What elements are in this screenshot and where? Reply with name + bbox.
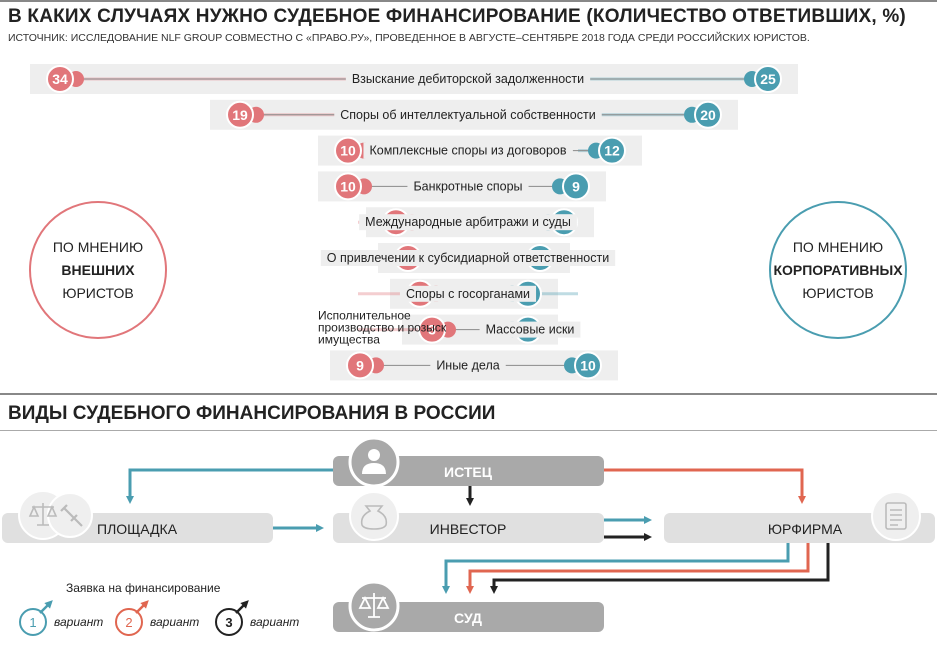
- row-label: Иные дела: [436, 358, 499, 372]
- row-label-line: Исполнительное: [318, 309, 411, 323]
- external-value-bubble: [46, 65, 74, 93]
- scales-gavel-icon: [18, 490, 93, 540]
- corporate-value-bubble: [562, 172, 590, 201]
- node-yurfirma-label: ЮРФИРМА: [768, 521, 843, 537]
- node-yurfirma-bar: [664, 513, 935, 543]
- row-label-bg: [430, 357, 506, 374]
- external-value-label: 3: [428, 322, 436, 338]
- node-sud-bar: [333, 602, 604, 632]
- row-label-bg: [399, 285, 537, 302]
- corporate-value-label: 20: [700, 107, 716, 123]
- arrow-yurfirma-to-sud-1: [442, 543, 790, 594]
- left-circle-label: ПО МНЕНИЮ ВНЕШНИХ ЮРИСТОВ: [28, 236, 168, 305]
- section-rule-bottom: [0, 430, 937, 431]
- corporate-value-label: 10: [580, 357, 596, 373]
- external-value-bubble: [418, 315, 446, 344]
- arrow-yurfirma-to-sud-3: [490, 543, 830, 594]
- node-investor-bar: [333, 513, 604, 543]
- left-circle-line2: ВНЕШНИХ: [61, 262, 135, 278]
- row-label: Взыскание дебиторской задолженности: [352, 72, 584, 86]
- row-label-line: имущества: [318, 333, 380, 347]
- external-value-label: 9: [356, 357, 364, 373]
- right-circle-label: ПО МНЕНИЮ КОРПОРАТИВНЫХ ЮРИСТОВ: [766, 236, 910, 305]
- legend-number-1: 1: [29, 615, 36, 630]
- right-circle-line1: ПО МНЕНИЮ: [792, 239, 884, 255]
- row-label: Споры об интеллектуальной собственности: [340, 108, 595, 122]
- corporate-value-bubble: [754, 65, 782, 93]
- left-circle-line3: ЮРИСТОВ: [62, 285, 134, 301]
- row-label: Комплексные споры из договоров: [369, 144, 566, 158]
- legend-arrow-2: [135, 600, 149, 614]
- left-circle: [29, 201, 167, 339]
- source-note: ИСТОЧНИК: ИССЛЕДОВАНИЕ NLF GROUP СОВМЕСТ…: [8, 32, 810, 44]
- legend-arrow-3: [235, 600, 249, 614]
- legend-item-3: 3 вариант: [215, 600, 299, 636]
- money-bag-icon: [349, 491, 399, 541]
- corporate-value-bubble: [694, 100, 722, 129]
- external-value-bubble: [334, 136, 362, 165]
- person-icon: [348, 436, 400, 488]
- node-investor-label: ИНВЕСТОР: [430, 521, 507, 537]
- arrow-istec-to-ploshchadka: [126, 468, 333, 504]
- row-label-right: Массовые иски: [486, 323, 575, 337]
- node-istec-label: ИСТЕЦ: [444, 464, 493, 480]
- top-rule: [0, 0, 937, 2]
- external-value-label: 10: [340, 143, 356, 159]
- legend-title: Заявка на финансирование: [66, 581, 221, 595]
- legend-label-2: вариант: [150, 615, 199, 629]
- node-istec-bar: [333, 456, 604, 486]
- document-icon: [871, 491, 921, 541]
- row-label-bg: [359, 214, 577, 231]
- row-label-line: производство и розыск: [318, 321, 447, 335]
- section-title: ВИДЫ СУДЕБНОГО ФИНАНСИРОВАНИЯ В РОССИИ: [8, 403, 496, 424]
- external-value-label: 34: [52, 71, 68, 87]
- row-label-bg: [334, 106, 602, 123]
- corporate-value-bubble: [574, 351, 602, 380]
- page-title: В КАКИХ СЛУЧАЯХ НУЖНО СУДЕБНОЕ ФИНАНСИРО…: [8, 6, 906, 27]
- corporate-value-bubble: [598, 136, 626, 165]
- corporate-value-label: 25: [760, 71, 776, 87]
- row-label-bg: [407, 178, 529, 195]
- left-circle-line1: ПО МНЕНИЮ: [52, 239, 144, 255]
- legend-arrow-1: [39, 600, 53, 614]
- right-circle: [769, 201, 907, 339]
- legend-label-3: вариант: [250, 615, 299, 629]
- row-label-bg: [345, 71, 591, 87]
- external-value-label: 19: [232, 107, 248, 123]
- row-label: Международные арбитражи и суды: [365, 215, 571, 229]
- corporate-value-label: 12: [604, 143, 620, 159]
- scales-icon: [348, 580, 400, 632]
- dumbbell-chart: 34 25 Взыскание дебиторской задолженности 1…: [29, 64, 907, 381]
- node-sud-label: СУД: [454, 610, 482, 626]
- external-value-bubble: [334, 172, 362, 201]
- external-value-bubble: [226, 100, 254, 129]
- external-value-label: 10: [340, 178, 356, 194]
- node-ploshchadka-label: ПЛОЩАДКА: [97, 521, 178, 537]
- row-label-bg: [320, 250, 616, 266]
- legend-item-1: 1 вариант: [19, 600, 103, 636]
- arrow-yurfirma-to-sud-2: [466, 543, 810, 594]
- row-label: Споры с госорганами: [406, 287, 530, 301]
- row-label-bg: [363, 142, 573, 159]
- legend-item-2: 2 вариант: [115, 600, 199, 636]
- corporate-value-label: 9: [572, 178, 580, 194]
- legend-label-1: вариант: [54, 615, 103, 629]
- right-circle-line3: ЮРИСТОВ: [802, 285, 874, 301]
- row-label: О привлечении к субсидиарной ответственн…: [327, 251, 609, 265]
- external-value-bubble: [346, 351, 374, 380]
- legend-number-2: 2: [125, 615, 132, 630]
- legend-number-3: 3: [225, 615, 232, 630]
- row-label-bg: [479, 321, 581, 338]
- arrow-istec-to-yurfirma: [604, 468, 806, 504]
- section-rule-top: [0, 393, 937, 395]
- right-circle-line2: КОРПОРАТИВНЫХ: [773, 262, 903, 278]
- row-label: Банкротные споры: [413, 179, 522, 193]
